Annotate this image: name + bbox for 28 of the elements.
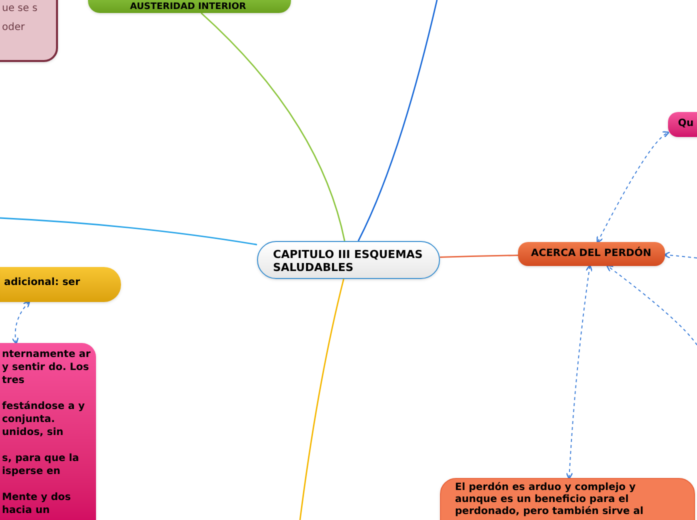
node-text: s, para que la isperse en (2, 452, 80, 478)
dashed-connector (566, 264, 593, 480)
node-text: Mente y dos hacia un (2, 491, 72, 517)
topic-box (0, 267, 121, 302)
topic-box (518, 242, 665, 266)
topic-box (668, 112, 697, 137)
note-box (440, 478, 695, 520)
dashed-connector (663, 252, 697, 259)
central-topic (257, 241, 440, 279)
node-text: festándose a y conjunta. unidos, sin (2, 400, 86, 439)
node-text: nternamente ar y sentir do. Los tres (2, 348, 92, 387)
node-text: Qu (678, 118, 695, 130)
node-text: El perdón es arduo y complejo y aunque es un beneficio para el perdonado, pero también sirve al (455, 482, 644, 518)
node-text: oder (2, 21, 26, 34)
branch-line (0, 217, 258, 246)
dashed-connector (606, 264, 697, 346)
node-text: AUSTERIDAD INTERIOR (130, 2, 248, 12)
note-box (0, 343, 96, 520)
dashed-connector (596, 132, 670, 244)
node-text: ue se s (2, 2, 38, 15)
node-text: CAPITULO III ESQUEMAS SALUDABLES (273, 248, 424, 274)
branch-line (200, 12, 346, 242)
branch-line (358, 0, 438, 242)
node-text: ACERCA DEL PERDÓN (531, 248, 652, 260)
node-text: adicional: ser (4, 277, 82, 289)
branch-line (440, 254, 518, 258)
branch-line (299, 278, 344, 520)
dashed-connector (12, 300, 30, 345)
